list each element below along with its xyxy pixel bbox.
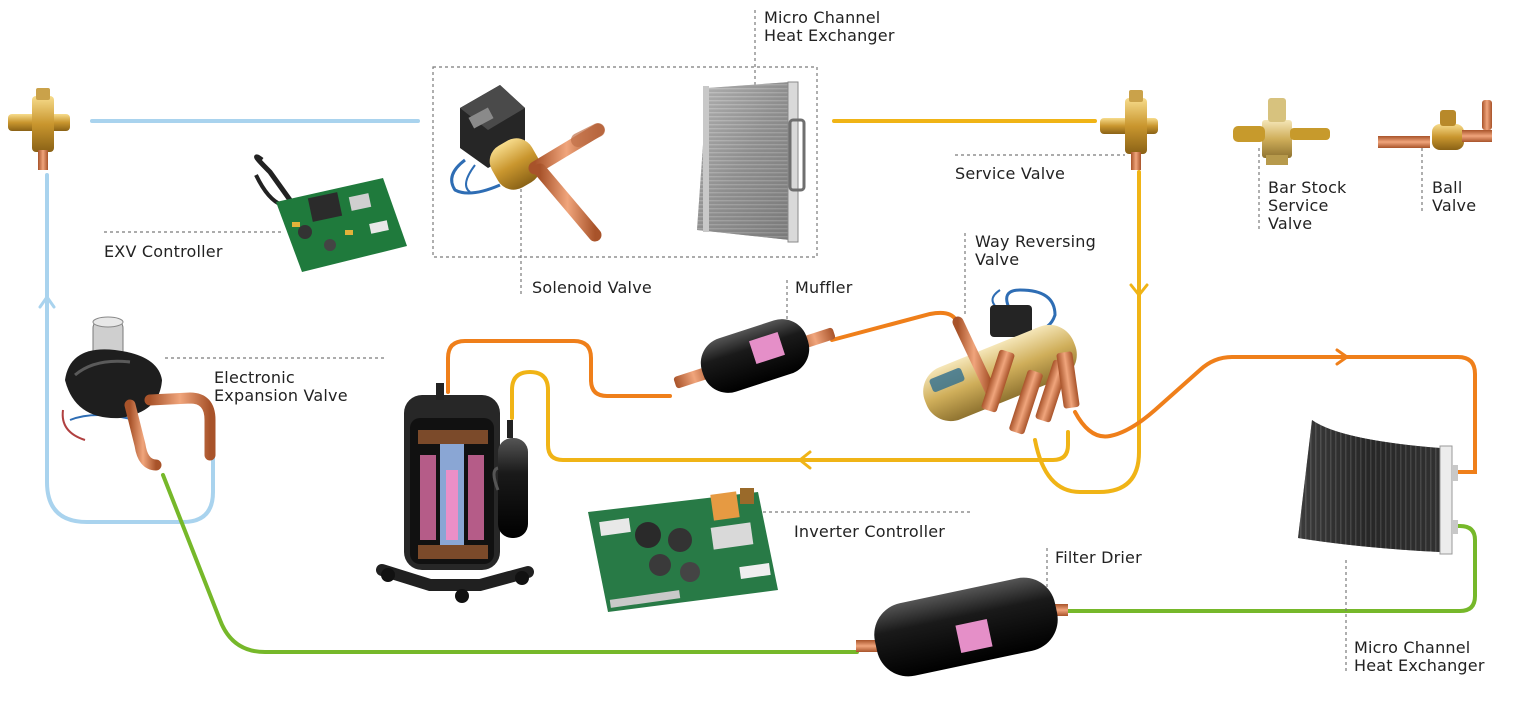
electronic-expansion-valve [61, 316, 216, 471]
pipe-blue [38, 119, 420, 524]
muffler [673, 319, 836, 393]
label-ball-valve: Ball Valve [1432, 178, 1477, 215]
label-electronic-expansion-valve: Electronic Expansion Valve [214, 368, 348, 405]
ball-valve [1378, 100, 1492, 150]
way-reversing-valve [923, 288, 1080, 435]
exv-controller [254, 154, 407, 272]
label-micro-channel-bottom: Micro Channel Heat Exchanger [1354, 638, 1485, 675]
bar-stock-service-valve [1233, 98, 1330, 165]
label-inverter-controller: Inverter Controller [794, 522, 946, 541]
service-valve-left [8, 88, 70, 170]
service-valve-right [1100, 90, 1158, 170]
label-bar-stock-service-valve: Bar Stock Service Valve [1268, 178, 1347, 233]
label-muffler: Muffler [795, 278, 853, 297]
label-micro-channel-top: Micro Channel Heat Exchanger [764, 8, 895, 45]
label-service-valve: Service Valve [955, 164, 1066, 183]
label-solenoid-valve: Solenoid Valve [532, 278, 652, 297]
pipe-yellow [510, 119, 1149, 494]
label-exv-controller: EXV Controller [104, 242, 223, 261]
pipe-green [161, 473, 1477, 654]
solenoid-valve [450, 85, 605, 242]
micro-channel-heat-exchanger-right [1298, 420, 1458, 555]
compressor [376, 383, 534, 603]
label-way-reversing-valve: Way Reversing Valve [975, 232, 1096, 269]
micro-channel-heat-exchanger-top [697, 81, 806, 243]
label-filter-drier: Filter Drier [1055, 548, 1142, 567]
inverter-controller [588, 488, 778, 612]
filter-drier [856, 577, 1068, 677]
